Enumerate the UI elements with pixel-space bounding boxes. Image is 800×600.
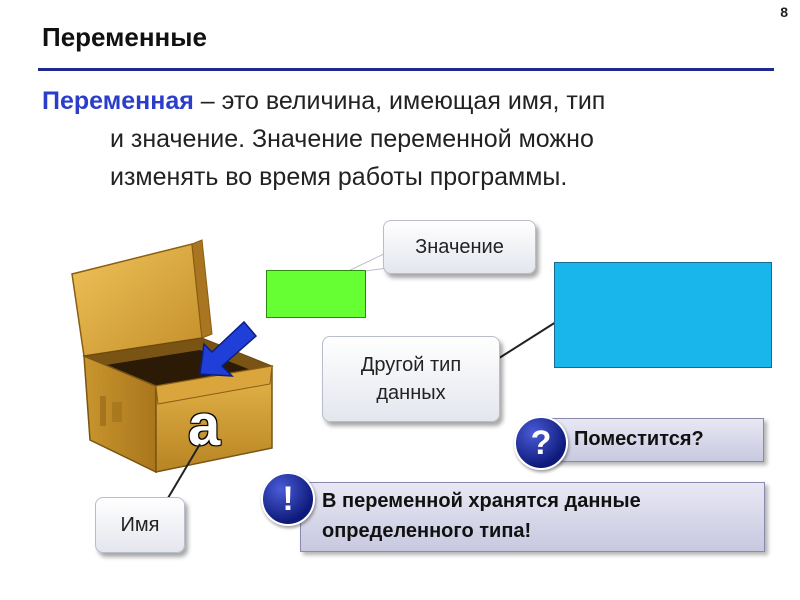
note-line-2: определенного типа!	[322, 520, 532, 542]
title-rule	[38, 68, 774, 71]
question-text: Поместится?	[574, 428, 704, 450]
definition-line-1-rest: – это величина, имеющая имя, тип	[193, 87, 606, 115]
callout-name: Имя	[95, 497, 185, 553]
callout-value-label: Значение	[415, 236, 504, 258]
question-mark-icon: ?	[514, 416, 568, 470]
note-line-1: В переменной хранятся данные	[322, 490, 641, 512]
callout-type-line-2: данных	[376, 382, 446, 404]
variable-name-letter: a	[188, 393, 221, 458]
definition-term: Переменная	[42, 87, 194, 115]
definition-line-1: Переменная – это величина, имеющая имя, …	[42, 82, 762, 120]
callout-other-type: Другой тип данных	[322, 336, 500, 422]
question-box	[544, 418, 764, 462]
definition-line-3: изменять во время работы программы.	[110, 163, 568, 191]
slide-title: Переменные	[42, 22, 207, 52]
note-text: В переменной хранятся данные определенно…	[322, 486, 762, 546]
callout-value: Значение	[383, 220, 536, 274]
definition-line-2: и значение. Значение переменной можно	[110, 125, 594, 153]
note-box	[300, 482, 765, 552]
value-rectangle	[266, 270, 366, 318]
other-type-rectangle	[554, 262, 772, 368]
open-cardboard-box-icon	[71, 239, 274, 474]
page-number: 8	[780, 4, 788, 20]
exclamation-icon: !	[261, 472, 315, 526]
definition-text: Переменная – это величина, имеющая имя, …	[42, 82, 762, 196]
callout-name-label: Имя	[120, 514, 160, 536]
callout-type-line-1: Другой тип	[360, 354, 462, 376]
